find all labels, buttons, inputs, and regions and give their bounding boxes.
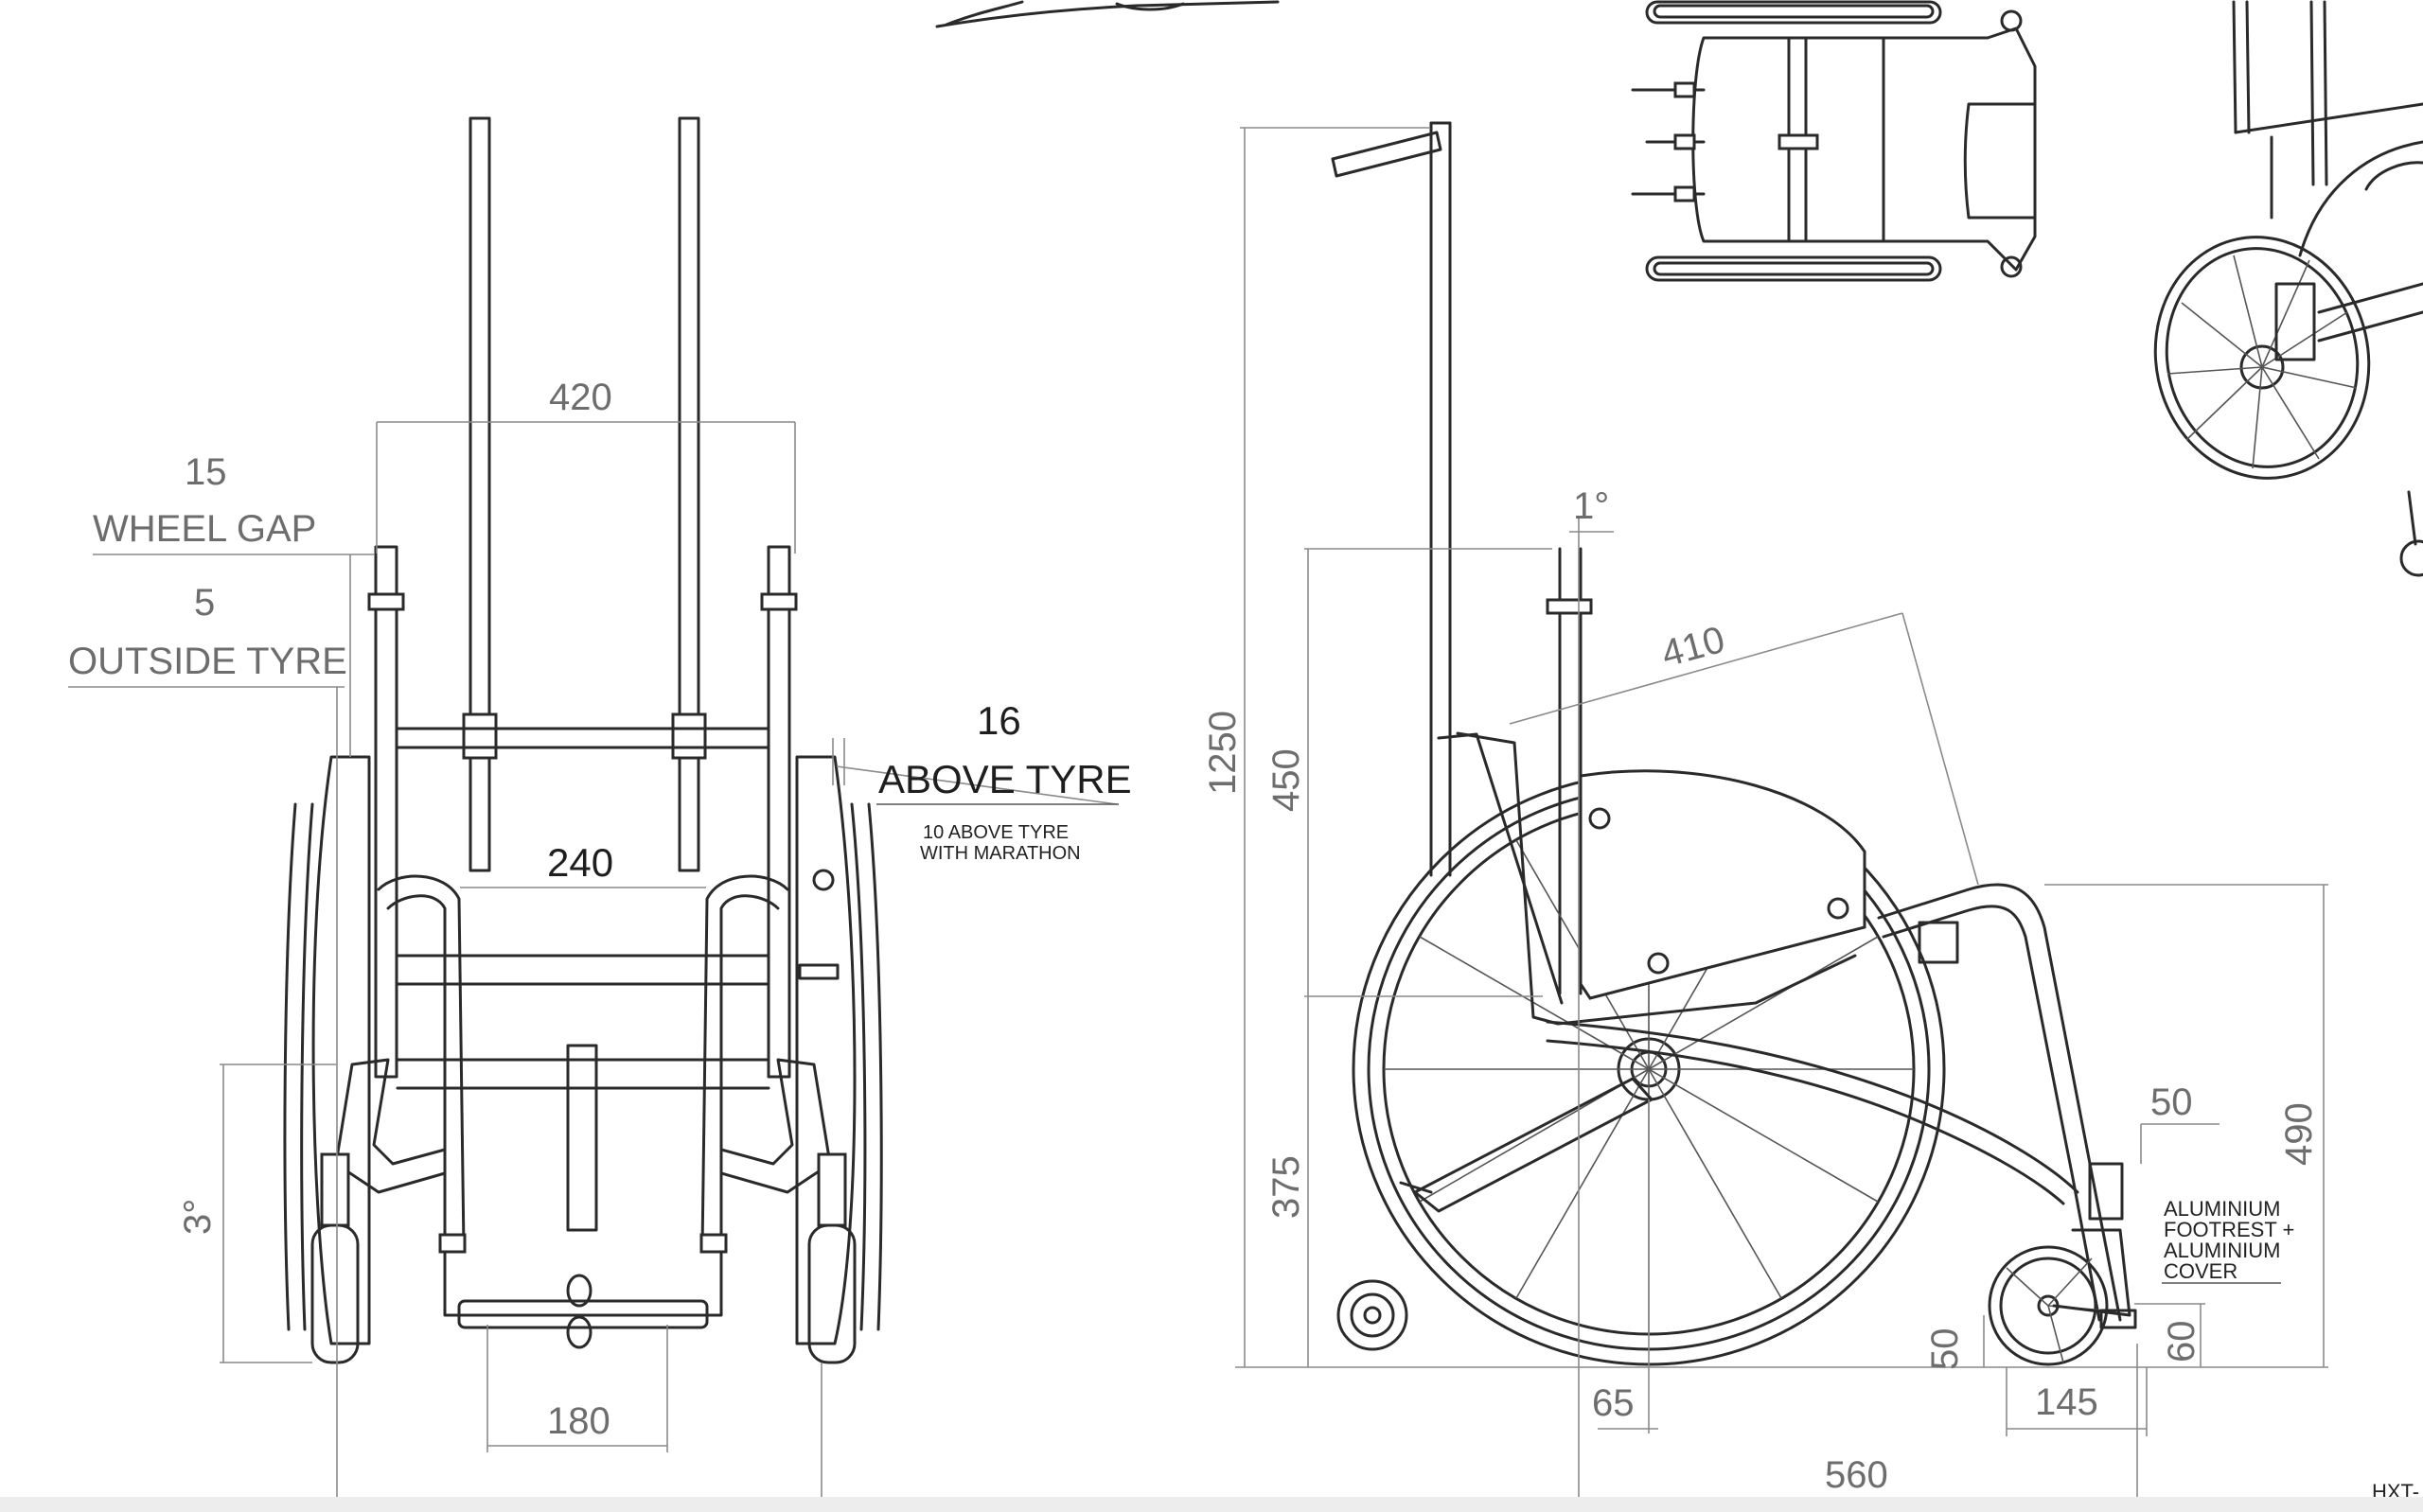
footrest-note-line4: COVER (2164, 1259, 2237, 1283)
push-handle-height-label: 1250 (1202, 711, 1244, 795)
right-rear-wheel (795, 755, 857, 1345)
seat-height-label: 375 (1265, 1155, 1307, 1219)
back-height-label: 450 (1265, 748, 1307, 812)
footrest-offset-label: 50 (2150, 1081, 2193, 1123)
front-view (68, 116, 1118, 1512)
footrest-note-line3: ALUMINIUM (2164, 1239, 2280, 1262)
left-push-handle (469, 116, 491, 872)
width-420-label: 420 (549, 377, 612, 418)
footrest-note-line2: FOOTREST + (2164, 1218, 2294, 1241)
right-push-handle (678, 116, 700, 872)
footplate-width-label: 180 (547, 1400, 610, 1442)
footrest-clearance-label: 60 (2161, 1321, 2202, 1363)
caster-height-label: 50 (1924, 1328, 1966, 1371)
anti-tip-wheel (1336, 1279, 1408, 1351)
right-back-post (767, 545, 791, 1079)
side-caster-wheel (1988, 1245, 2109, 1366)
scan-edge (0, 1497, 2423, 1512)
overall-length-label: 560 (1825, 1454, 1888, 1496)
side-view (1235, 121, 2328, 1512)
inner-width-label: 240 (547, 840, 613, 885)
marathon-note-line2: WITH MARATHON (920, 843, 1081, 864)
above-tyre-value: 16 (977, 698, 1021, 743)
outside-tyre-value: 5 (194, 582, 215, 624)
outside-tyre-label: OUTSIDE TYRE (68, 641, 347, 682)
left-rear-wheel (311, 755, 371, 1345)
seat-depth-label: 410 (1657, 619, 1729, 676)
footrest-note-line1: ALUMINIUM (2164, 1197, 2280, 1221)
left-back-post (374, 545, 398, 1079)
side-guard (1579, 769, 1866, 1000)
back-angle-label: 1° (1573, 485, 1609, 527)
push-handle-grip (1331, 131, 1442, 178)
wheel-gap-label: WHEEL GAP (93, 508, 316, 550)
marathon-note-line1: 10 ABOVE TYRE (923, 822, 1069, 843)
caster-offset-label: 145 (2035, 1381, 2098, 1423)
camber-label: 3° (177, 1199, 219, 1235)
signature (935, 0, 1280, 28)
front-seat-height-label: 490 (2278, 1102, 2320, 1166)
wheel-gap-value: 15 (185, 451, 227, 493)
above-tyre-label: ABOVE TYRE (878, 757, 1132, 801)
axle-offset-label: 65 (1592, 1382, 1635, 1424)
isometric-view (2153, 0, 2423, 577)
top-view (1631, 0, 2037, 282)
